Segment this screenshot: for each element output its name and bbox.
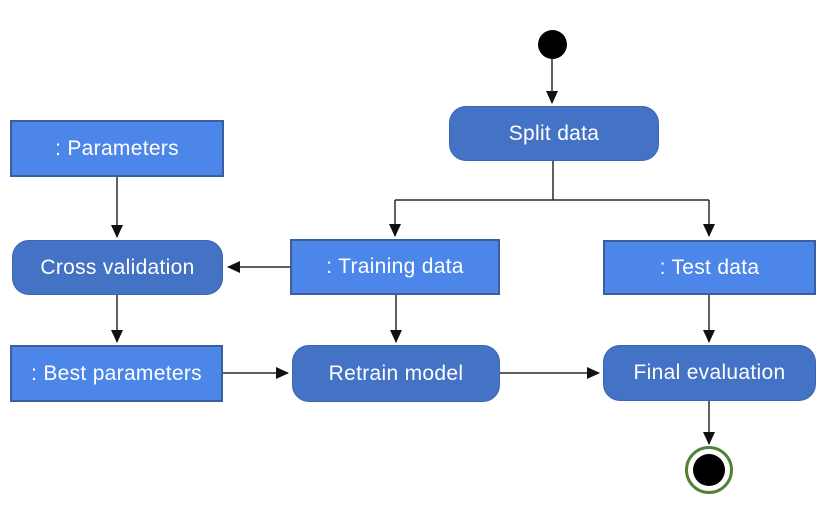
- action-final-evaluation: Final evaluation: [603, 345, 816, 401]
- object-training-data-label: : Training data: [326, 255, 464, 278]
- object-best-parameters-label: : Best parameters: [31, 361, 202, 385]
- object-parameters: : Parameters: [10, 120, 224, 177]
- final-node: [685, 446, 733, 494]
- action-split-data-label: Split data: [508, 121, 600, 145]
- final-node-dot: [693, 454, 725, 486]
- action-split-data: Split data: [449, 106, 659, 161]
- object-parameters-label: : Parameters: [55, 136, 179, 160]
- object-test-data-label: : Test data: [659, 255, 760, 279]
- initial-node: [538, 30, 567, 59]
- action-cross-validation: Cross validation: [12, 240, 223, 295]
- object-best-parameters: : Best parameters: [10, 345, 223, 402]
- object-test-data: : Test data: [603, 240, 816, 295]
- action-retrain-model-label: Retrain model: [328, 361, 464, 385]
- action-cross-validation-label: Cross validation: [40, 255, 195, 279]
- object-training-data: : Training data: [290, 239, 500, 295]
- action-retrain-model: Retrain model: [292, 345, 500, 402]
- action-final-evaluation-label: Final evaluation: [633, 361, 786, 384]
